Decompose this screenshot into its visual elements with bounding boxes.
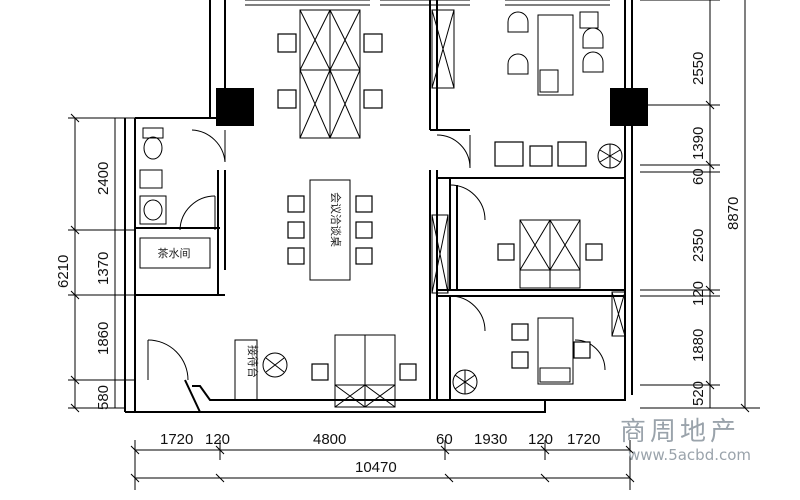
dim-bottom-4: 60 — [436, 431, 453, 448]
dim-bottom-2: 120 — [205, 431, 230, 448]
sofa-group — [494, 141, 623, 169]
meeting-table: 会议洽谈桌 — [287, 179, 373, 281]
desk-cluster-bottom — [311, 334, 417, 408]
office-middle — [497, 219, 603, 289]
dim-right-2: 1390 — [690, 127, 707, 160]
watermark-url: www.5acbd.com — [628, 446, 751, 464]
dim-right-4: 2350 — [690, 229, 707, 262]
dim-bottom-3: 4800 — [313, 431, 346, 448]
dim-right-total: 8870 — [725, 197, 742, 230]
dim-right-7: 520 — [690, 381, 707, 406]
toilet-icon — [142, 127, 164, 160]
dim-right-6: 1880 — [690, 329, 707, 362]
sink-icon — [139, 195, 167, 225]
dim-right-5: 120 — [690, 281, 707, 306]
dim-left-2: 1370 — [95, 252, 112, 285]
reception-desk: 接待台 — [234, 339, 288, 401]
office-bottom — [511, 317, 591, 385]
dim-left-3: 1860 — [95, 322, 112, 355]
dim-left-total: 6210 — [55, 255, 72, 288]
dim-bottom-6: 120 — [528, 431, 553, 448]
dimension-bottom — [130, 440, 635, 490]
desk-cluster-top — [277, 9, 383, 139]
dim-right-1: 2550 — [690, 52, 707, 85]
dim-left-4: 580 — [95, 385, 112, 410]
tea-room-label: 茶水间 — [158, 247, 191, 260]
reception-desk-label: 接待台 — [246, 345, 260, 378]
dimension-right — [640, 0, 760, 413]
windows — [431, 9, 626, 337]
meeting-table-label: 会议洽谈桌 — [329, 192, 342, 247]
dim-bottom-total: 10470 — [355, 459, 397, 476]
dim-right-3: 60 — [690, 168, 707, 185]
column-right — [610, 88, 648, 126]
walls — [124, 0, 633, 413]
dim-bottom-5: 1930 — [474, 431, 507, 448]
column-left — [216, 88, 254, 126]
watermark-logo: 商周地产 — [620, 417, 740, 447]
plant-icon — [452, 369, 478, 395]
door-swings — [147, 129, 606, 381]
dim-bottom-1: 1720 — [160, 431, 193, 448]
dim-left-1: 2400 — [95, 162, 112, 195]
dimension-left — [68, 113, 135, 413]
dim-bottom-7: 1720 — [567, 431, 600, 448]
manager-office — [507, 11, 604, 96]
